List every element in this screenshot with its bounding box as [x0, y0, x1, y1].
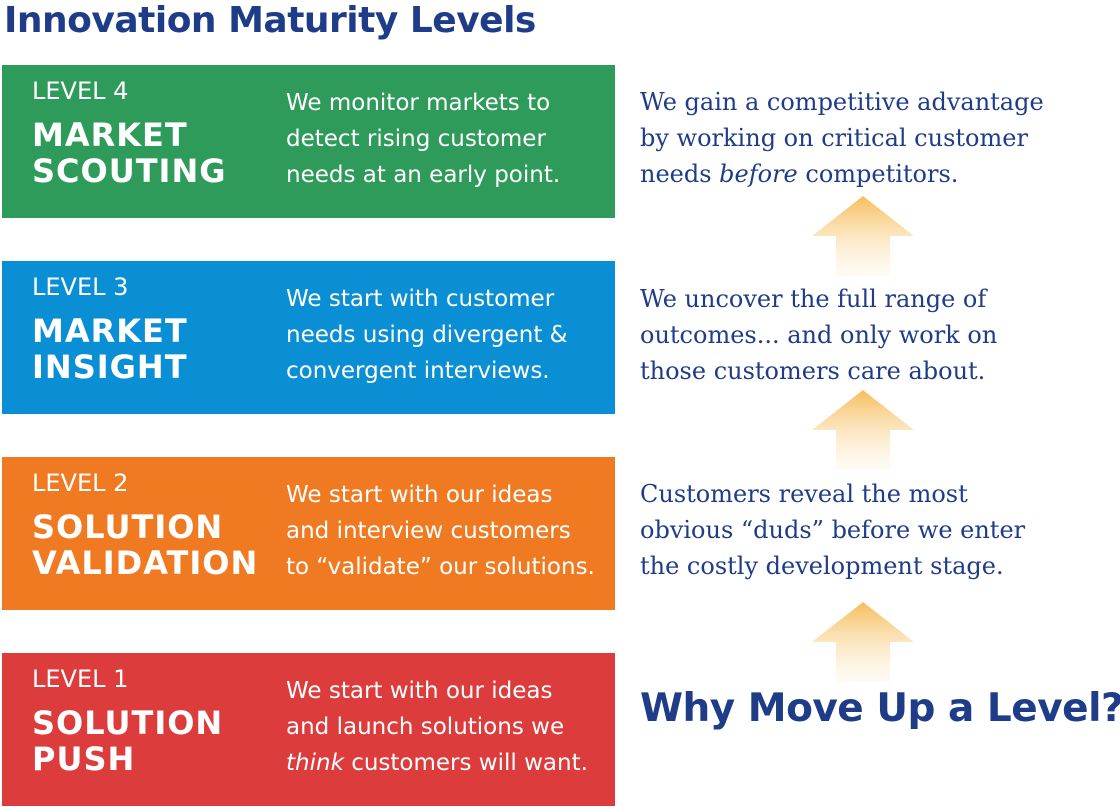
level-number: LEVEL 2 — [32, 469, 129, 497]
benefit-level-4: We gain a competitive advantage by worki… — [640, 88, 1044, 188]
page-title: Innovation Maturity Levels — [4, 0, 536, 41]
level-4-card: LEVEL 4 MARKET SCOUTING We monitor marke… — [2, 65, 615, 218]
benefit-level-2: Customers reveal the most obvious “duds”… — [640, 480, 1026, 580]
level-2-card: LEVEL 2 SOLUTION VALIDATION We start wit… — [2, 457, 615, 610]
up-arrow-icon — [812, 196, 914, 276]
level-1-card: LEVEL 1 SOLUTION PUSH We start with our … — [2, 653, 615, 806]
benefit-level-3: We uncover the full range of outcomes...… — [640, 285, 998, 385]
why-move-up-heading: Why Move Up a Level? — [640, 686, 1120, 731]
up-arrow-icon — [812, 602, 914, 682]
level-3-card: LEVEL 3 MARKET INSIGHT We start with cus… — [2, 261, 615, 414]
level-description: We start with our ideas and interview cu… — [286, 482, 595, 580]
level-number: LEVEL 3 — [32, 273, 129, 301]
level-name: MARKET INSIGHT — [32, 312, 188, 386]
level-name: SOLUTION PUSH — [32, 704, 224, 778]
level-description: We monitor markets to detect rising cust… — [286, 90, 561, 188]
level-number: LEVEL 4 — [32, 77, 129, 105]
up-arrow-icon — [812, 390, 914, 470]
level-number: LEVEL 1 — [32, 665, 129, 693]
level-description: We start with our ideas and launch solut… — [286, 678, 588, 776]
level-name: SOLUTION VALIDATION — [32, 508, 259, 582]
level-name: MARKET SCOUTING — [32, 116, 227, 190]
level-description: We start with customer needs using diver… — [286, 286, 568, 384]
